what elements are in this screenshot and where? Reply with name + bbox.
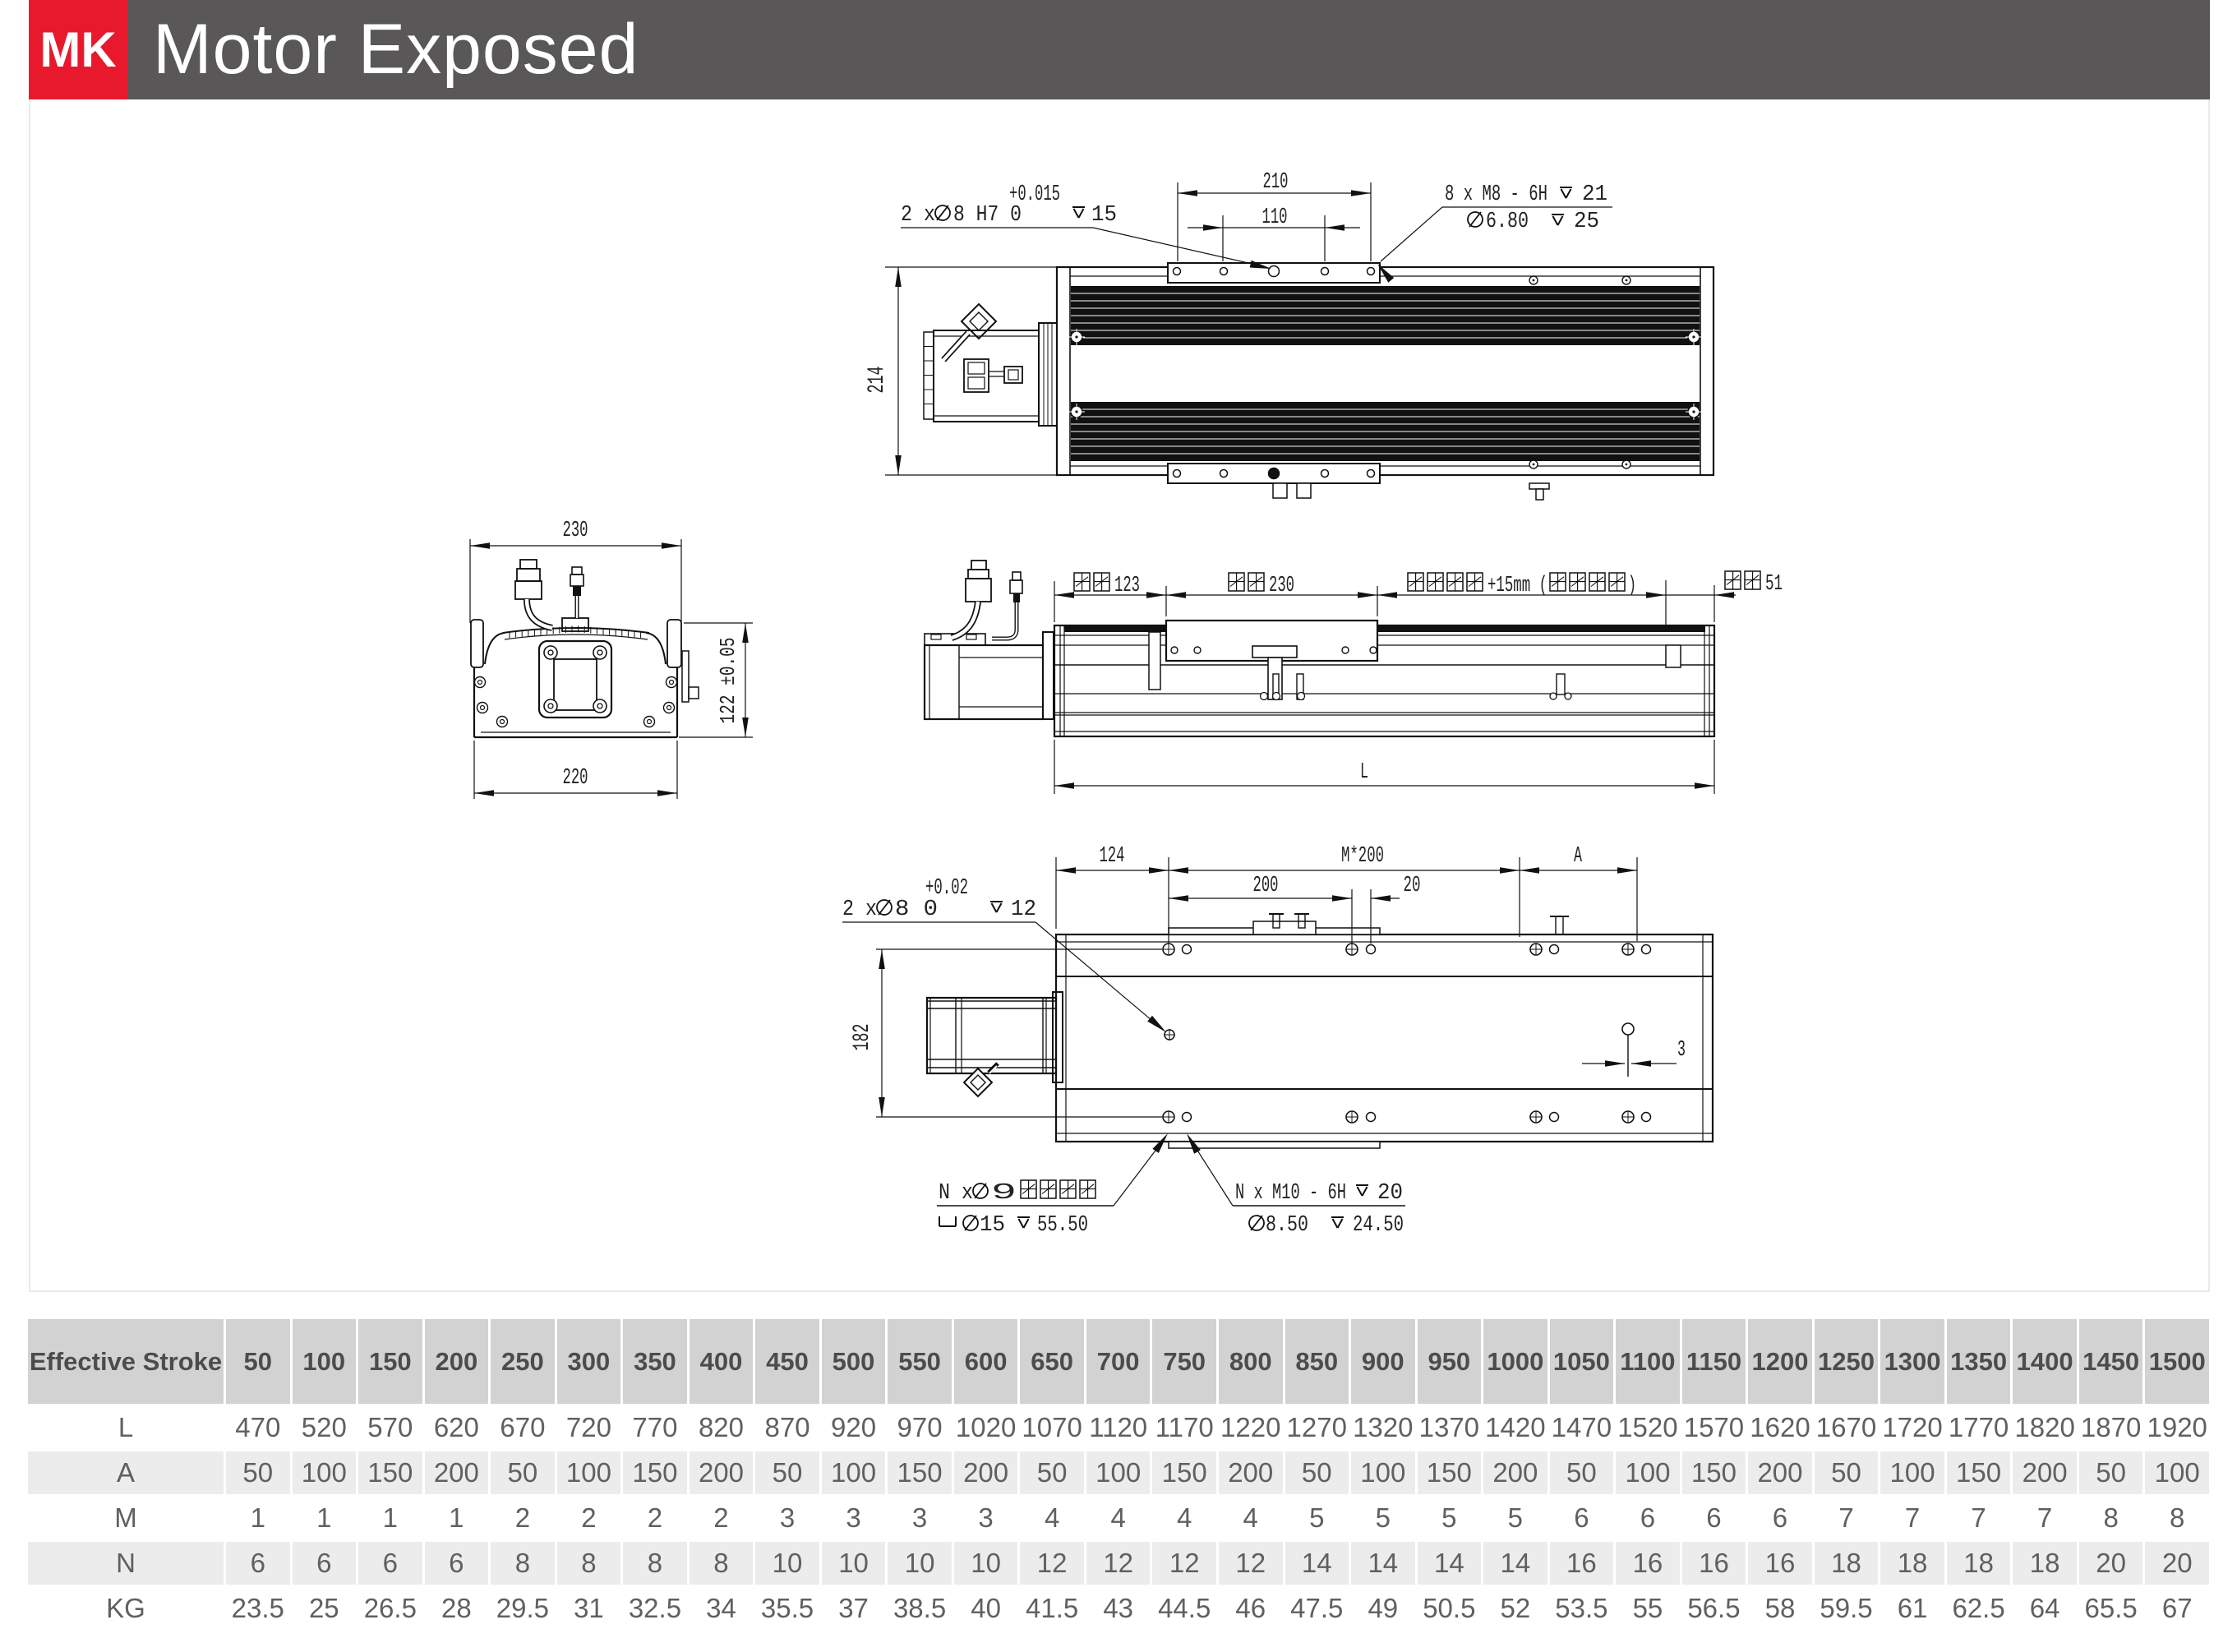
svg-text:55.50: 55.50 <box>1037 1213 1088 1238</box>
svg-text:M*200: M*200 <box>1341 844 1384 869</box>
svg-text:2 x: 2 x <box>901 203 935 228</box>
svg-text:182: 182 <box>850 1024 875 1051</box>
svg-text:123: 123 <box>1114 574 1140 598</box>
svg-text:12: 12 <box>1011 898 1036 922</box>
svg-text:20: 20 <box>1377 1181 1403 1206</box>
svg-text:A: A <box>1574 844 1582 869</box>
svg-text:L: L <box>1360 760 1368 785</box>
svg-text:24.50: 24.50 <box>1353 1213 1404 1238</box>
svg-text:9: 9 <box>991 1181 1017 1206</box>
svg-text:+0.015: +0.015 <box>1009 182 1060 207</box>
svg-text:220: 220 <box>563 766 588 791</box>
svg-text:15: 15 <box>980 1213 1005 1238</box>
svg-text:20: 20 <box>1404 874 1421 898</box>
svg-text:8 x M8 - 6H: 8 x M8 - 6H <box>1445 182 1547 207</box>
svg-text:230: 230 <box>1269 574 1294 598</box>
svg-text:): ) <box>1628 574 1636 598</box>
svg-text:+15mm (: +15mm ( <box>1487 574 1547 598</box>
svg-text:214: 214 <box>865 367 890 394</box>
svg-text:N x: N x <box>939 1181 973 1206</box>
svg-text:51: 51 <box>1765 572 1783 597</box>
svg-text:124: 124 <box>1100 844 1125 869</box>
svg-text:+0.02: +0.02 <box>925 876 968 901</box>
svg-text:230: 230 <box>563 519 588 543</box>
svg-text:3: 3 <box>1677 1038 1686 1063</box>
svg-text:15: 15 <box>1091 203 1117 228</box>
svg-text:110: 110 <box>1262 205 1288 230</box>
svg-text:200: 200 <box>1253 874 1279 898</box>
svg-text:6.80: 6.80 <box>1486 210 1529 234</box>
svg-text:21: 21 <box>1582 182 1607 207</box>
svg-text:25: 25 <box>1574 210 1599 234</box>
svg-text:210: 210 <box>1263 170 1289 195</box>
svg-text:8 H7 0: 8 H7 0 <box>953 203 1022 228</box>
svg-text:2 x: 2 x <box>842 898 877 922</box>
svg-text:N x M10 - 6H: N x M10 - 6H <box>1235 1181 1346 1206</box>
svg-text:8 0: 8 0 <box>895 898 938 922</box>
svg-text:122 ±0.05: 122 ±0.05 <box>716 638 740 724</box>
svg-text:8.50: 8.50 <box>1266 1213 1308 1238</box>
